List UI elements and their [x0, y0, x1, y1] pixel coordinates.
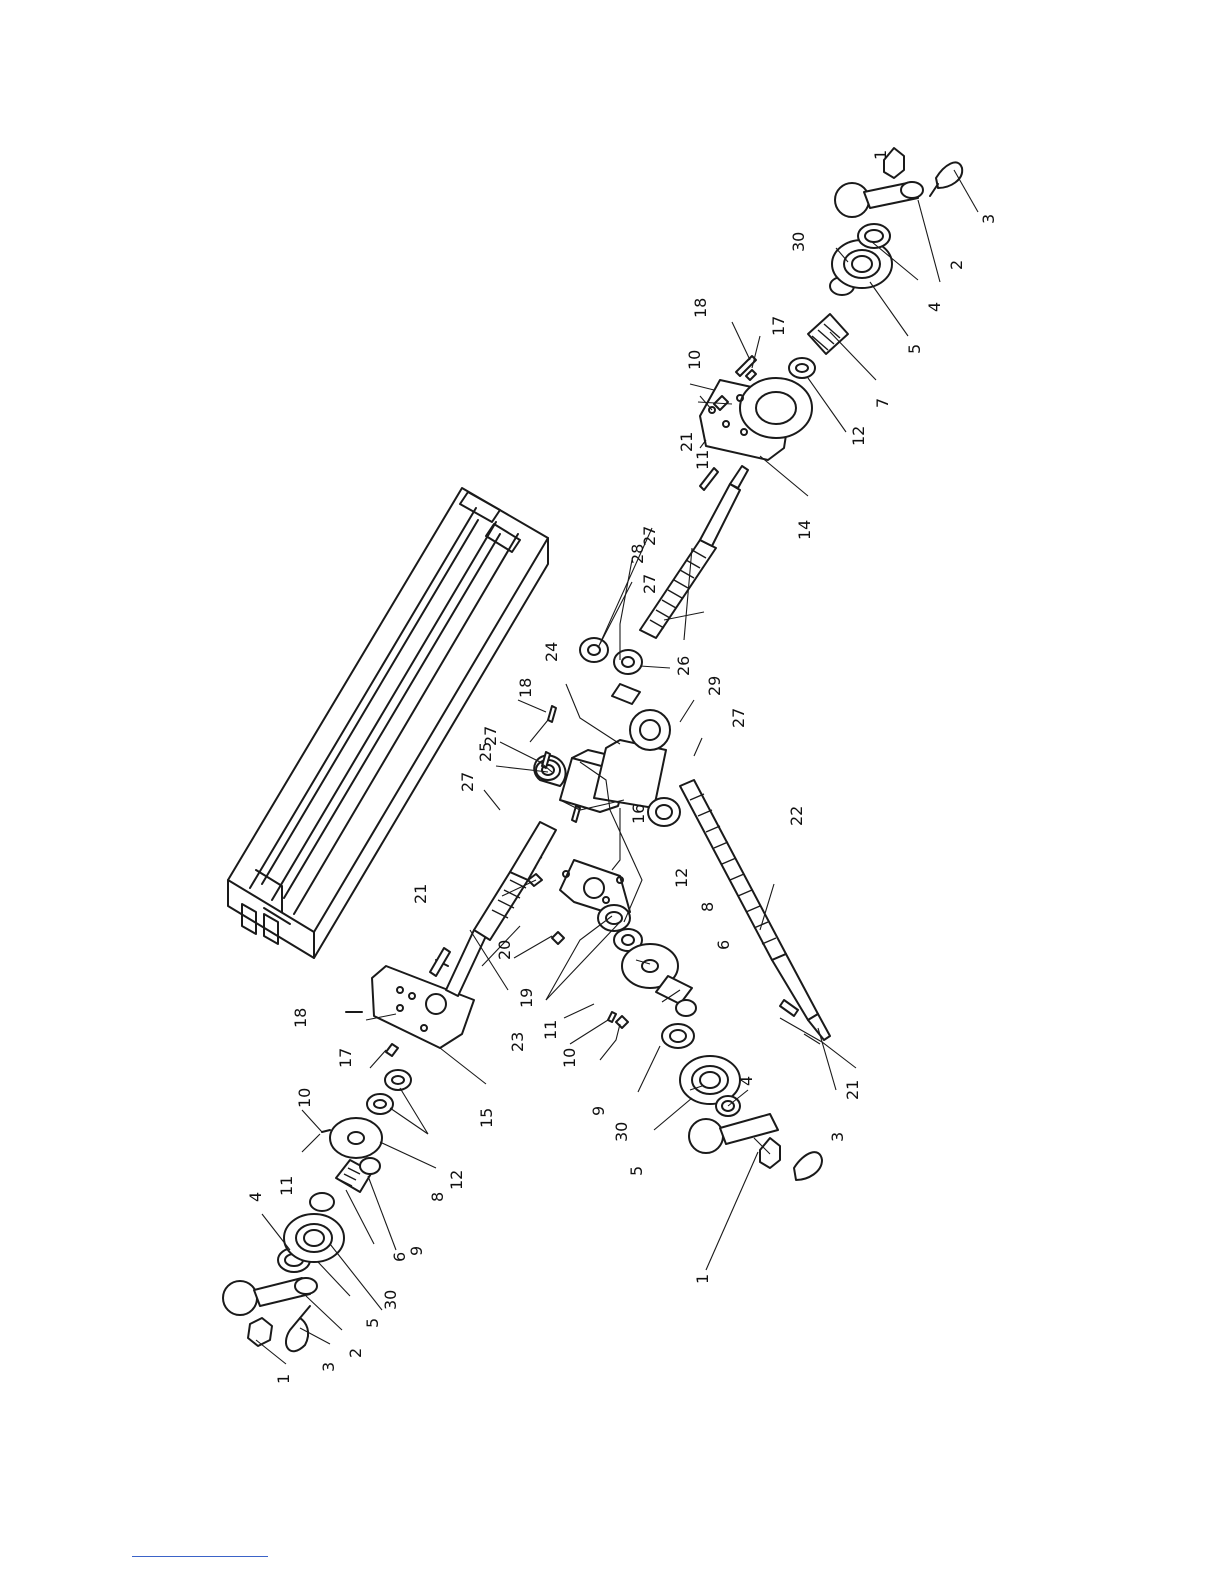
- callout-18: 18: [691, 298, 710, 318]
- callout-4: 4: [246, 1192, 265, 1202]
- callout-21: 21: [677, 432, 696, 452]
- callout-23: 23: [508, 1032, 527, 1052]
- callout-21: 21: [411, 884, 430, 904]
- left-handle-assembly: [223, 1278, 317, 1351]
- callout-18: 18: [291, 1008, 310, 1028]
- callout-2: 2: [346, 1348, 365, 1358]
- callout-10: 10: [560, 1048, 579, 1068]
- callout-3: 3: [828, 1132, 847, 1142]
- callout-7: 7: [873, 398, 892, 408]
- callout-17: 17: [336, 1048, 355, 1068]
- callout-26: 26: [674, 656, 693, 676]
- callout-17: 17: [769, 316, 788, 336]
- callout-30: 30: [789, 232, 808, 252]
- nut-bracket-assembly: [534, 638, 680, 826]
- callout-12: 12: [672, 868, 691, 888]
- callout-21: 21: [843, 1080, 862, 1100]
- callout-2: 2: [947, 260, 966, 270]
- callout-28: 28: [628, 544, 647, 564]
- callout-27: 27: [729, 708, 748, 728]
- callout-22: 22: [787, 806, 806, 826]
- callout-15: 15: [477, 1108, 496, 1128]
- right-lead-screw: [640, 466, 748, 638]
- callout-11: 11: [277, 1176, 296, 1196]
- callout-5: 5: [363, 1318, 382, 1328]
- callout-9: 9: [407, 1246, 426, 1256]
- callout-5: 5: [627, 1166, 646, 1176]
- callout-20: 20: [495, 940, 514, 960]
- callout-10: 10: [685, 350, 704, 370]
- callout-3: 3: [979, 214, 998, 224]
- callout-19: 19: [517, 988, 536, 1008]
- callout-4: 4: [925, 302, 944, 312]
- right-handle-assembly: [789, 148, 962, 378]
- callout-3: 3: [319, 1362, 338, 1372]
- callout-8: 8: [698, 902, 717, 912]
- callout-8: 8: [428, 1192, 447, 1202]
- callout-6: 6: [714, 940, 733, 950]
- callout-14: 14: [795, 520, 814, 540]
- callout-4: 4: [737, 1076, 756, 1086]
- callout-27: 27: [640, 526, 659, 546]
- callout-11: 11: [541, 1020, 560, 1040]
- callout-1: 1: [693, 1274, 712, 1284]
- key-pin: [430, 948, 450, 976]
- callout-30: 30: [381, 1290, 400, 1310]
- callout-24: 24: [542, 642, 561, 662]
- callout-1: 1: [871, 150, 890, 160]
- callout-12: 12: [849, 426, 868, 446]
- footer-rule: [132, 1556, 268, 1557]
- callout-16: 16: [629, 804, 648, 824]
- callout-27: 27: [458, 772, 477, 792]
- callout-27: 27: [640, 574, 659, 594]
- lead-screw-23: [436, 822, 556, 996]
- callout-12: 12: [447, 1170, 466, 1190]
- callout-5: 5: [905, 344, 924, 354]
- callout-9: 9: [589, 1106, 608, 1116]
- callout-29: 29: [705, 676, 724, 696]
- callout-30: 30: [612, 1122, 631, 1142]
- callout-10: 10: [295, 1088, 314, 1108]
- callout-1: 1: [274, 1374, 293, 1384]
- lower-cross-feed-assembly: [528, 860, 822, 1180]
- callout-18: 18: [516, 678, 535, 698]
- callout-27: 27: [481, 726, 500, 746]
